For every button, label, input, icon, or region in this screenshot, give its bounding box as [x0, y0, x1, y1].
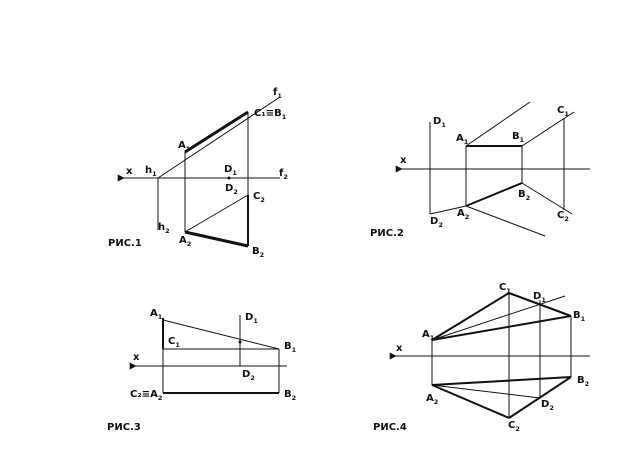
label-b2: B2 [518, 189, 530, 202]
label-d1: D1 [533, 291, 546, 304]
label-a2: A2 [179, 235, 191, 248]
label-c2: C2 [508, 420, 520, 433]
frontal-line-f1 [157, 96, 281, 179]
caption-fig1: РИС.1 [108, 238, 142, 249]
segment-a2c2 [184, 194, 249, 233]
label-c1b1: C₁≡B1 [254, 108, 287, 121]
label-b2: B2 [284, 389, 296, 402]
label-a2: A2 [457, 208, 469, 221]
x-axis-label: x [396, 343, 403, 354]
segment-a2d2 [431, 384, 541, 399]
label-c2: C2 [253, 191, 265, 204]
line-front-upper [465, 101, 531, 147]
label-f1: f1 [273, 87, 282, 100]
line-front-lower [521, 111, 575, 147]
label-b1: B1 [573, 310, 586, 323]
figure-4: x C1 D1 B1 A1 B2 A2 D2 C2 РИС.4 [373, 282, 590, 433]
label-b2: B2 [577, 375, 589, 388]
segment-a2b2 [431, 376, 572, 386]
label-d1: D1 [433, 116, 446, 129]
caption-fig2: РИС.2 [370, 228, 404, 239]
x-axis-label: x [126, 166, 133, 177]
label-c2a2: C₂≡A2 [130, 389, 162, 402]
label-f2: f2 [279, 168, 288, 181]
label-d2: D2 [430, 216, 443, 229]
label-d2: D2 [242, 369, 255, 382]
label-a1: A1 [456, 133, 469, 146]
label-d2: D2 [541, 399, 554, 412]
label-c1: C1 [557, 105, 569, 118]
segment-a1c1 [431, 292, 510, 341]
label-c2: C2 [557, 210, 569, 223]
label-b1: B1 [512, 131, 525, 144]
label-b2: B2 [252, 246, 264, 259]
label-a1: A1 [178, 140, 191, 153]
segment-a1b1 [162, 319, 280, 350]
segment-a2b2 [184, 230, 249, 248]
label-a1: A1 [150, 308, 163, 321]
segment-a1d1 [431, 295, 566, 341]
segment-a2b2 [465, 182, 523, 207]
segment-a1b1 [184, 110, 249, 154]
segment-a2c2 [431, 384, 510, 419]
label-h1: h1 [145, 165, 157, 178]
x-axis-label: x [133, 352, 140, 363]
segment-a1b1 [431, 315, 572, 341]
label-a2: A2 [426, 393, 438, 406]
label-h2: h2 [158, 222, 170, 235]
figure-1: x f1 C₁≡B1 A1 h1 D1 f2 D2 C2 h2 A2 B2 РИ… [108, 87, 288, 259]
label-d2: D2 [225, 183, 238, 196]
label-a1: A1 [422, 329, 435, 342]
line-top-b2c2 [521, 182, 573, 215]
x-axis-label: x [400, 155, 407, 166]
label-c1: C1 [168, 336, 180, 349]
caption-fig3: РИС.3 [107, 422, 141, 433]
point-d1 [238, 340, 242, 344]
figure-2: x D1 C1 A1 B1 B2 A2 D2 C2 РИС.2 [370, 101, 590, 239]
label-d1: D1 [245, 312, 258, 325]
caption-fig4: РИС.4 [373, 422, 407, 433]
label-c1: C1 [499, 282, 511, 295]
point-d [227, 176, 231, 180]
line-top-d2a2 [429, 205, 467, 215]
label-d1: D1 [224, 164, 237, 177]
figure-3: x A1 D1 C1 B1 D2 C₂≡A2 B2 РИС.3 [107, 308, 297, 433]
label-b1: B1 [284, 341, 297, 354]
line-top-lower [465, 205, 546, 237]
